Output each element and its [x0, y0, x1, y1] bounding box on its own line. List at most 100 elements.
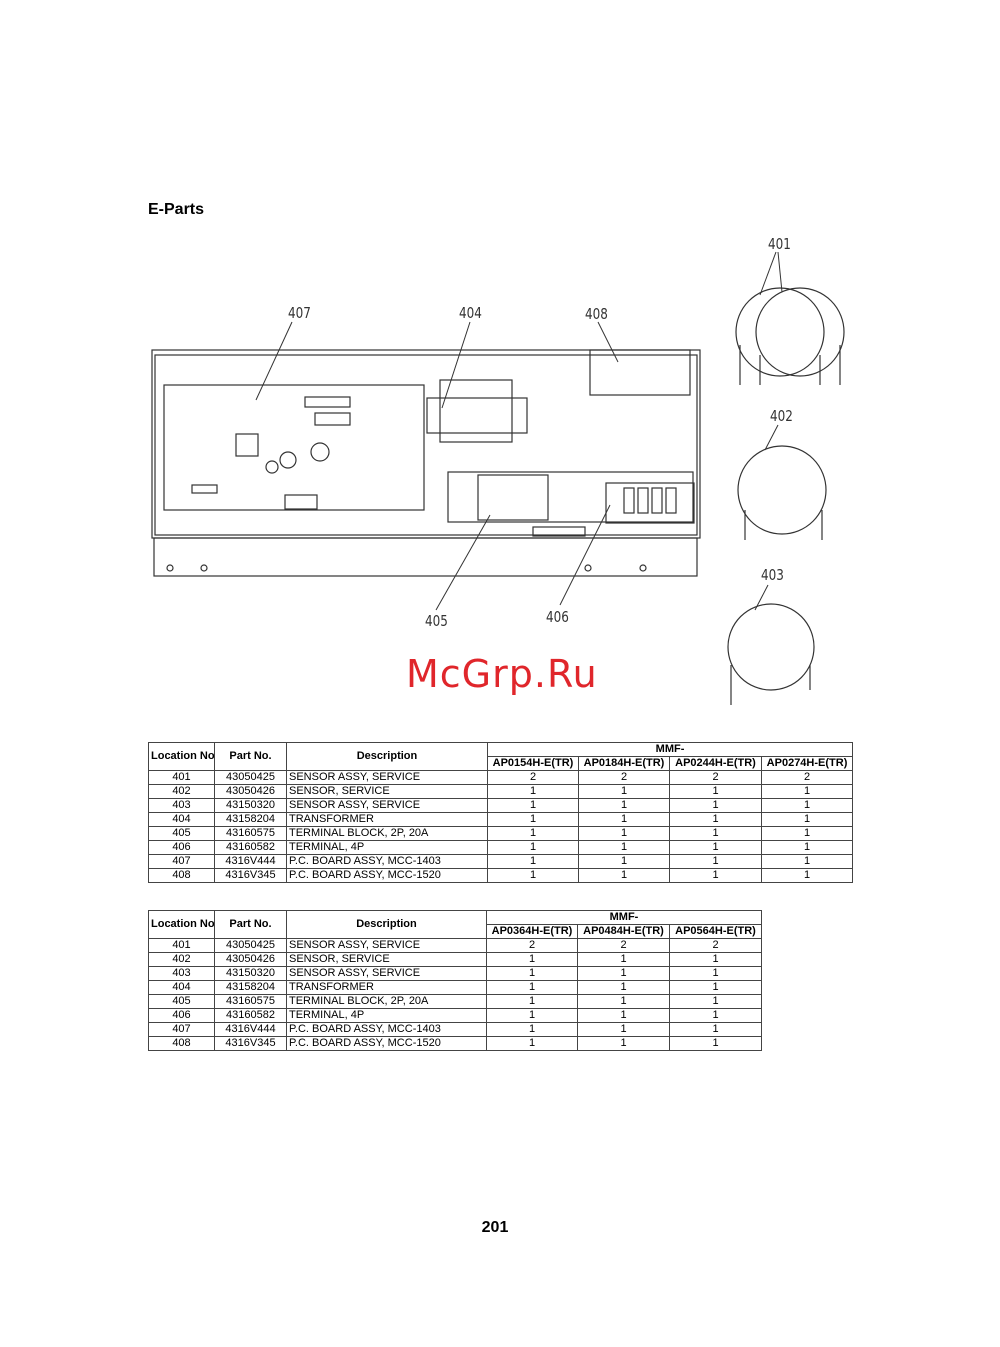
quantity-cell: 1 — [486, 1022, 578, 1037]
quantity-cell: 1 — [668, 1036, 763, 1051]
quantity-cell: 1 — [669, 854, 762, 869]
quantity-cell: 1 — [577, 1008, 670, 1023]
watermark: McGrp.Ru — [406, 652, 598, 696]
part-no-cell: 4316V345 — [214, 868, 287, 883]
quantity-cell: 1 — [578, 784, 670, 799]
header-model: AP0154H-E(TR) — [487, 756, 579, 771]
description-cell: SENSOR ASSY, SERVICE — [286, 798, 488, 813]
description-cell: SENSOR ASSY, SERVICE — [286, 938, 487, 953]
quantity-cell: 1 — [760, 868, 854, 883]
header-model-group: MMF- — [486, 742, 854, 757]
description-cell: SENSOR, SERVICE — [286, 952, 487, 967]
part-no-cell: 4316V345 — [214, 1036, 287, 1051]
callout-407: 407 — [288, 304, 311, 322]
description-cell: TERMINAL BLOCK, 2P, 20A — [286, 994, 487, 1009]
part-no-cell: 43160575 — [214, 826, 287, 841]
callout-406: 406 — [546, 608, 569, 626]
quantity-cell: 1 — [760, 854, 854, 869]
quantity-cell: 1 — [577, 994, 670, 1009]
header-model: AP0184H-E(TR) — [578, 756, 670, 771]
quantity-cell: 1 — [578, 826, 670, 841]
quantity-cell: 1 — [486, 1008, 578, 1023]
quantity-cell: 1 — [760, 812, 854, 827]
description-cell: TERMINAL BLOCK, 2P, 20A — [286, 826, 488, 841]
callout-404: 404 — [459, 304, 482, 322]
quantity-cell: 1 — [486, 994, 578, 1009]
quantity-cell: 1 — [760, 784, 854, 799]
location-cell: 407 — [148, 1022, 215, 1037]
quantity-cell: 1 — [669, 812, 762, 827]
quantity-cell: 1 — [487, 812, 579, 827]
pcb-mcc-1403 — [163, 384, 425, 511]
quantity-cell: 1 — [577, 966, 670, 981]
part-no-cell: 43050426 — [214, 952, 287, 967]
section-title: E-Parts — [148, 201, 205, 218]
location-cell: 403 — [148, 798, 215, 813]
location-cell: 404 — [148, 980, 215, 995]
location-cell: 408 — [148, 868, 215, 883]
quantity-cell: 1 — [577, 980, 670, 995]
description-cell: P.C. BOARD ASSY, MCC-1520 — [286, 868, 488, 883]
model-header-row: AP0154H-E(TR)AP0184H-E(TR)AP0244H-E(TR)A… — [149, 756, 854, 771]
terminal-block-2p — [477, 474, 549, 521]
quantity-cell: 1 — [669, 868, 762, 883]
location-cell: 402 — [148, 952, 215, 967]
quantity-cell: 1 — [487, 854, 579, 869]
quantity-cell: 1 — [487, 826, 579, 841]
header-part-no: Part No. — [214, 742, 287, 771]
quantity-cell: 1 — [486, 952, 578, 967]
quantity-cell: 1 — [578, 854, 670, 869]
location-cell: 407 — [148, 854, 215, 869]
description-cell: P.C. BOARD ASSY, MCC-1403 — [286, 1022, 487, 1037]
quantity-cell: 1 — [578, 798, 670, 813]
description-cell: P.C. BOARD ASSY, MCC-1520 — [286, 1036, 487, 1051]
quantity-cell: 1 — [487, 798, 579, 813]
quantity-cell: 1 — [577, 1036, 670, 1051]
header-model: AP0244H-E(TR) — [669, 756, 762, 771]
part-no-cell: 43050426 — [214, 784, 287, 799]
leader-lines — [255, 251, 783, 611]
header-description: Description — [286, 742, 488, 771]
location-cell: 406 — [148, 840, 215, 855]
header-model: AP0484H-E(TR) — [577, 924, 670, 939]
description-cell: TERMINAL, 4P — [286, 840, 488, 855]
quantity-cell: 1 — [760, 798, 854, 813]
part-no-cell: 43160582 — [214, 840, 287, 855]
quantity-cell: 2 — [668, 938, 763, 953]
header-location: Location No. — [148, 910, 215, 939]
transformer — [439, 379, 513, 443]
e-parts-diagram — [151, 251, 845, 705]
description-cell: TRANSFORMER — [286, 812, 488, 827]
location-cell: 405 — [148, 826, 215, 841]
terminal-4p — [605, 482, 695, 524]
quantity-cell: 1 — [668, 1008, 763, 1023]
callout-402: 402 — [770, 407, 793, 425]
quantity-cell: 1 — [487, 784, 579, 799]
location-cell: 404 — [148, 812, 215, 827]
quantity-cell: 1 — [578, 868, 670, 883]
quantity-cell: 1 — [487, 840, 579, 855]
quantity-cell: 1 — [486, 966, 578, 981]
part-no-cell: 4316V444 — [214, 1022, 287, 1037]
quantity-cell: 1 — [668, 980, 763, 995]
description-cell: SENSOR ASSY, SERVICE — [286, 966, 487, 981]
part-no-cell: 43160575 — [214, 994, 287, 1009]
location-cell: 406 — [148, 1008, 215, 1023]
header-model: AP0364H-E(TR) — [486, 924, 578, 939]
header-model-group: MMF- — [485, 910, 763, 925]
header-model: AP0274H-E(TR) — [760, 756, 854, 771]
quantity-cell: 1 — [668, 952, 763, 967]
quantity-cell: 1 — [669, 798, 762, 813]
